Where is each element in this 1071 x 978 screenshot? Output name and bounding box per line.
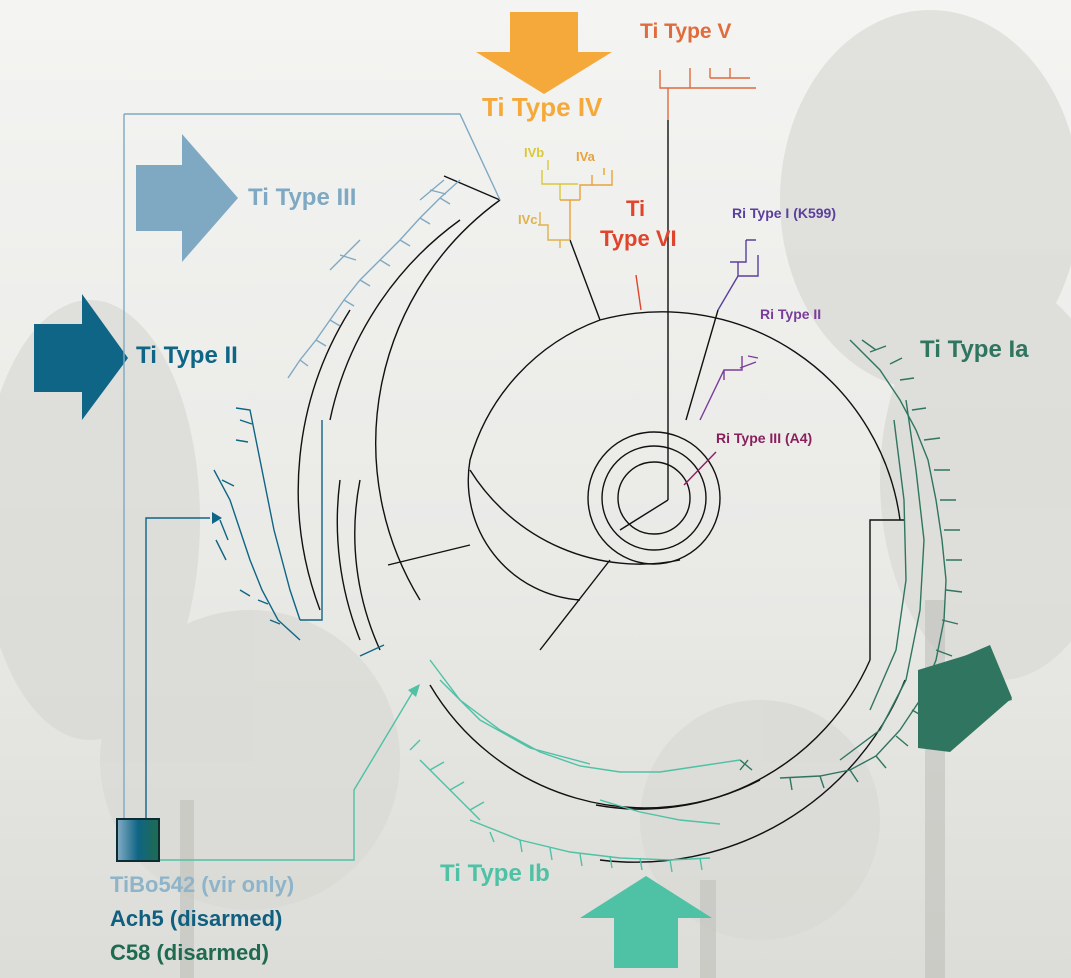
ti-type-ia-arrow-shape <box>918 645 1012 752</box>
clade-ri-type-ii <box>699 355 759 421</box>
clade-ti-type-iii <box>123 113 501 820</box>
clade-ti-type-ib <box>146 659 741 873</box>
clade-ivb <box>541 160 578 200</box>
label-ti-type-ib: Ti Type Ib <box>440 860 550 887</box>
label-ti-type-vi-2: Type VI <box>600 226 677 251</box>
label-ri-type-iii: Ri Type III (A4) <box>716 430 813 446</box>
ti-type-ii-arrow <box>34 294 128 420</box>
label-ti-type-iii: Ti Type III <box>248 184 357 211</box>
label-ti-type-ii: Ti Type II <box>136 342 238 369</box>
label-iva: IVa <box>576 149 595 164</box>
clade-ri-type-iii <box>683 451 717 486</box>
label-ri-type-ii: Ri Type II <box>760 306 822 322</box>
clade-ti-type-v <box>659 68 756 120</box>
label-ti-type-vi-1: Ti <box>626 196 646 221</box>
label-ti-type-ia: Ti Type Ia <box>920 336 1029 363</box>
label-ivb: IVb <box>524 145 545 160</box>
clade-ti-type-vi <box>635 274 642 311</box>
clade-ti-type-iv <box>538 212 570 248</box>
label-ivc: IVc <box>518 212 538 227</box>
tree-backbone <box>297 120 906 863</box>
legend-tibo542: TiBo542 (vir only) <box>110 872 295 897</box>
ti-type-iii-arrow <box>136 134 238 262</box>
clade-ri-type-i <box>717 239 759 311</box>
legend-ach5: Ach5 (disarmed) <box>110 906 283 931</box>
clade-iva <box>560 168 613 240</box>
ti-type-iv-arrow <box>476 12 612 94</box>
connector-arrows <box>212 512 420 697</box>
label-ri-type-i: Ri Type I (K599) <box>732 205 836 221</box>
clade-ti-type-ii <box>145 407 385 820</box>
tibo542-marker <box>116 818 160 862</box>
label-ti-type-iv: Ti Type IV <box>482 92 603 122</box>
label-ti-type-v: Ti Type V <box>640 20 732 43</box>
clade-ti-type-ia <box>146 339 963 821</box>
ti-type-ib-arrow <box>580 876 712 968</box>
legend-c58: C58 (disarmed) <box>110 940 269 965</box>
